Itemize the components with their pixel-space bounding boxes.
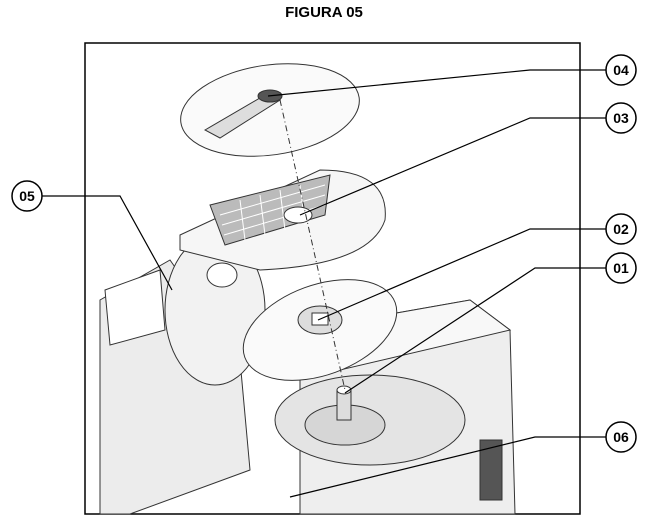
svg-text:02: 02	[613, 221, 629, 237]
svg-text:03: 03	[613, 110, 629, 126]
callout-01: 01	[605, 252, 637, 284]
callout-03: 03	[605, 102, 637, 134]
svg-text:04: 04	[613, 62, 629, 78]
svg-text:05: 05	[19, 188, 35, 204]
callout-06: 06	[605, 421, 637, 453]
svg-text:01: 01	[613, 260, 629, 276]
figure-title: FIGURA 05	[285, 4, 363, 21]
machine-illustration	[99, 63, 516, 515]
vent-grille	[479, 439, 503, 501]
callout-05: 05	[11, 180, 43, 212]
callout-04: 04	[605, 54, 637, 86]
callout-02: 02	[605, 213, 637, 245]
svg-text:06: 06	[613, 429, 629, 445]
